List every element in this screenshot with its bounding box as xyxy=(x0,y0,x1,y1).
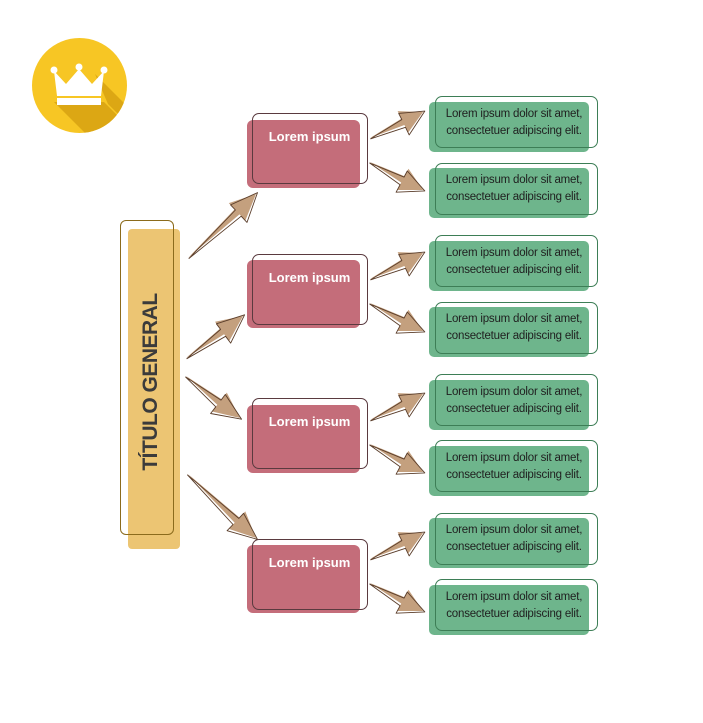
arrow-title-1 xyxy=(188,194,256,258)
arrow-b3-up-outline xyxy=(370,392,426,422)
arrow-b1-down-outline xyxy=(369,162,426,193)
arrow-b2-down xyxy=(370,303,423,331)
arrow-b1-down xyxy=(370,162,423,190)
arrow-title-4-outline xyxy=(186,474,258,540)
leaf-text-2b: Lorem ipsum dolor sit amet, consectetuer… xyxy=(445,313,583,342)
arrow-title-1-outline xyxy=(188,192,258,260)
branch-label-4: Lorem ipsum xyxy=(268,555,351,570)
leaf-text-3a: Lorem ipsum dolor sit amet, consectetuer… xyxy=(445,386,583,415)
branch-outline-3 xyxy=(252,398,368,469)
leaf-outline-4b xyxy=(435,579,598,631)
leaf-text-3b: Lorem ipsum dolor sit amet, consectetuer… xyxy=(445,452,583,481)
leaf-box-1a xyxy=(429,102,589,152)
branch-box-3 xyxy=(247,405,360,473)
leaf-text-2a: Lorem ipsum dolor sit amet, consectetuer… xyxy=(445,247,583,276)
title-outline xyxy=(120,220,174,535)
leaf-outline-3b xyxy=(435,440,598,492)
arrow-title-4 xyxy=(188,474,256,538)
branch-outline-1 xyxy=(252,113,368,184)
branch-label-3: Lorem ipsum xyxy=(268,414,351,429)
arrow-b3-down xyxy=(370,444,423,472)
title-box xyxy=(128,229,180,549)
leaf-text-1a: Lorem ipsum dolor sit amet, consectetuer… xyxy=(445,108,583,137)
leaf-box-4b xyxy=(429,585,589,635)
branch-outline-4 xyxy=(252,539,368,610)
branch-box-2 xyxy=(247,260,360,328)
arrow-b4-up-outline xyxy=(370,531,426,561)
leaf-box-3b xyxy=(429,446,589,496)
arrow-title-2-outline xyxy=(186,314,246,360)
leaf-outline-2b xyxy=(435,302,598,354)
arrow-b1-up xyxy=(370,111,423,138)
branch-outline-2 xyxy=(252,254,368,325)
arrow-b2-down-outline xyxy=(369,303,426,334)
leaf-text-1b: Lorem ipsum dolor sit amet, consectetuer… xyxy=(445,174,583,203)
branch-box-1 xyxy=(247,120,360,188)
diagram-title: TÍTULO GENERAL xyxy=(139,293,162,471)
leaf-outline-3a xyxy=(435,374,598,426)
arrow-b1-up-outline xyxy=(370,110,426,140)
arrow-b4-down-outline xyxy=(369,583,426,614)
arrow-b2-up-outline xyxy=(370,251,426,281)
arrow-title-2 xyxy=(186,316,243,358)
leaf-outline-2a xyxy=(435,235,598,287)
arrow-b4-up xyxy=(370,532,423,559)
leaf-box-3a xyxy=(429,380,589,430)
branch-label-2: Lorem ipsum xyxy=(268,270,351,285)
arrow-title-3-outline xyxy=(185,376,243,420)
leaf-text-4b: Lorem ipsum dolor sit amet, consectetuer… xyxy=(445,591,583,620)
arrow-title-3 xyxy=(186,376,240,418)
arrow-b3-down-outline xyxy=(369,444,426,475)
arrow-b2-up xyxy=(370,252,423,279)
leaf-box-4a xyxy=(429,518,589,568)
leaf-box-2a xyxy=(429,241,589,291)
leaf-box-2b xyxy=(429,307,589,357)
leaf-outline-1b xyxy=(435,163,598,215)
arrow-b4-down xyxy=(370,583,423,611)
crown-badge xyxy=(32,38,127,133)
branch-label-1: Lorem ipsum xyxy=(268,129,351,144)
leaf-box-1b xyxy=(429,168,589,218)
branch-box-4 xyxy=(247,545,360,613)
crown-icon xyxy=(50,63,127,133)
arrow-b3-up xyxy=(370,393,423,420)
leaf-outline-1a xyxy=(435,96,598,148)
leaf-outline-4a xyxy=(435,513,598,565)
leaf-text-4a: Lorem ipsum dolor sit amet, consectetuer… xyxy=(445,524,583,553)
